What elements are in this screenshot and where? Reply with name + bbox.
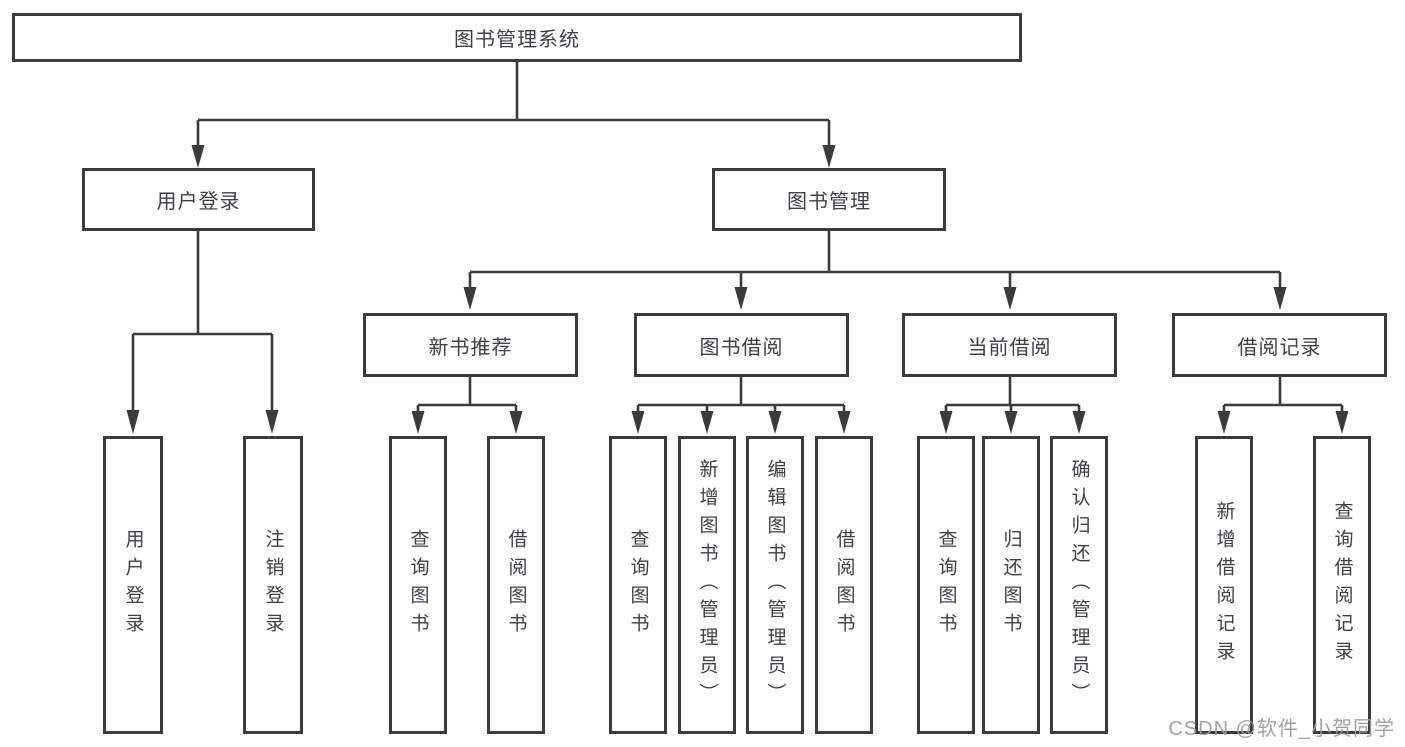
node-borrow-books-borrow: 借阅图书 [815,436,873,734]
node-return-books: 归还图书 [982,436,1040,734]
node-logout: 注销登录 [243,436,303,734]
connector-borrow-records [1217,377,1349,434]
node-book-management: 图书管理 [712,168,946,231]
node-library-system: 图书管理系统 [12,13,1022,62]
node-user-login-action: 用户登录 [103,436,163,734]
connector-book-borrow [631,377,851,434]
node-add-borrow-record: 新增借阅记录 [1195,436,1253,734]
watermark-text: CSDN @软件_小贺同学 [1168,718,1395,740]
connector-book-management [463,231,1287,310]
connector-new-book-recommend [411,377,523,434]
node-query-books-recommend: 查询图书 [389,436,447,734]
node-query-books-current: 查询图书 [917,436,975,734]
node-current-borrow: 当前借阅 [902,313,1117,377]
connector-root [191,62,836,168]
node-borrow-records: 借阅记录 [1172,313,1387,377]
node-edit-book-admin: 编辑图书（管理员） [746,436,804,734]
node-confirm-return-admin: 确认归还（管理员） [1050,436,1108,734]
connector-user-login [126,231,279,434]
node-borrow-books-recommend: 借阅图书 [487,436,545,734]
connector-current-borrow [939,377,1086,434]
node-user-login: 用户登录 [82,168,315,231]
node-query-books-borrow: 查询图书 [609,436,667,734]
node-new-book-recommend: 新书推荐 [363,313,578,377]
node-query-borrow-record: 查询借阅记录 [1313,436,1371,734]
node-book-borrow: 图书借阅 [634,313,849,377]
node-add-book-admin: 新增图书（管理员） [678,436,736,734]
